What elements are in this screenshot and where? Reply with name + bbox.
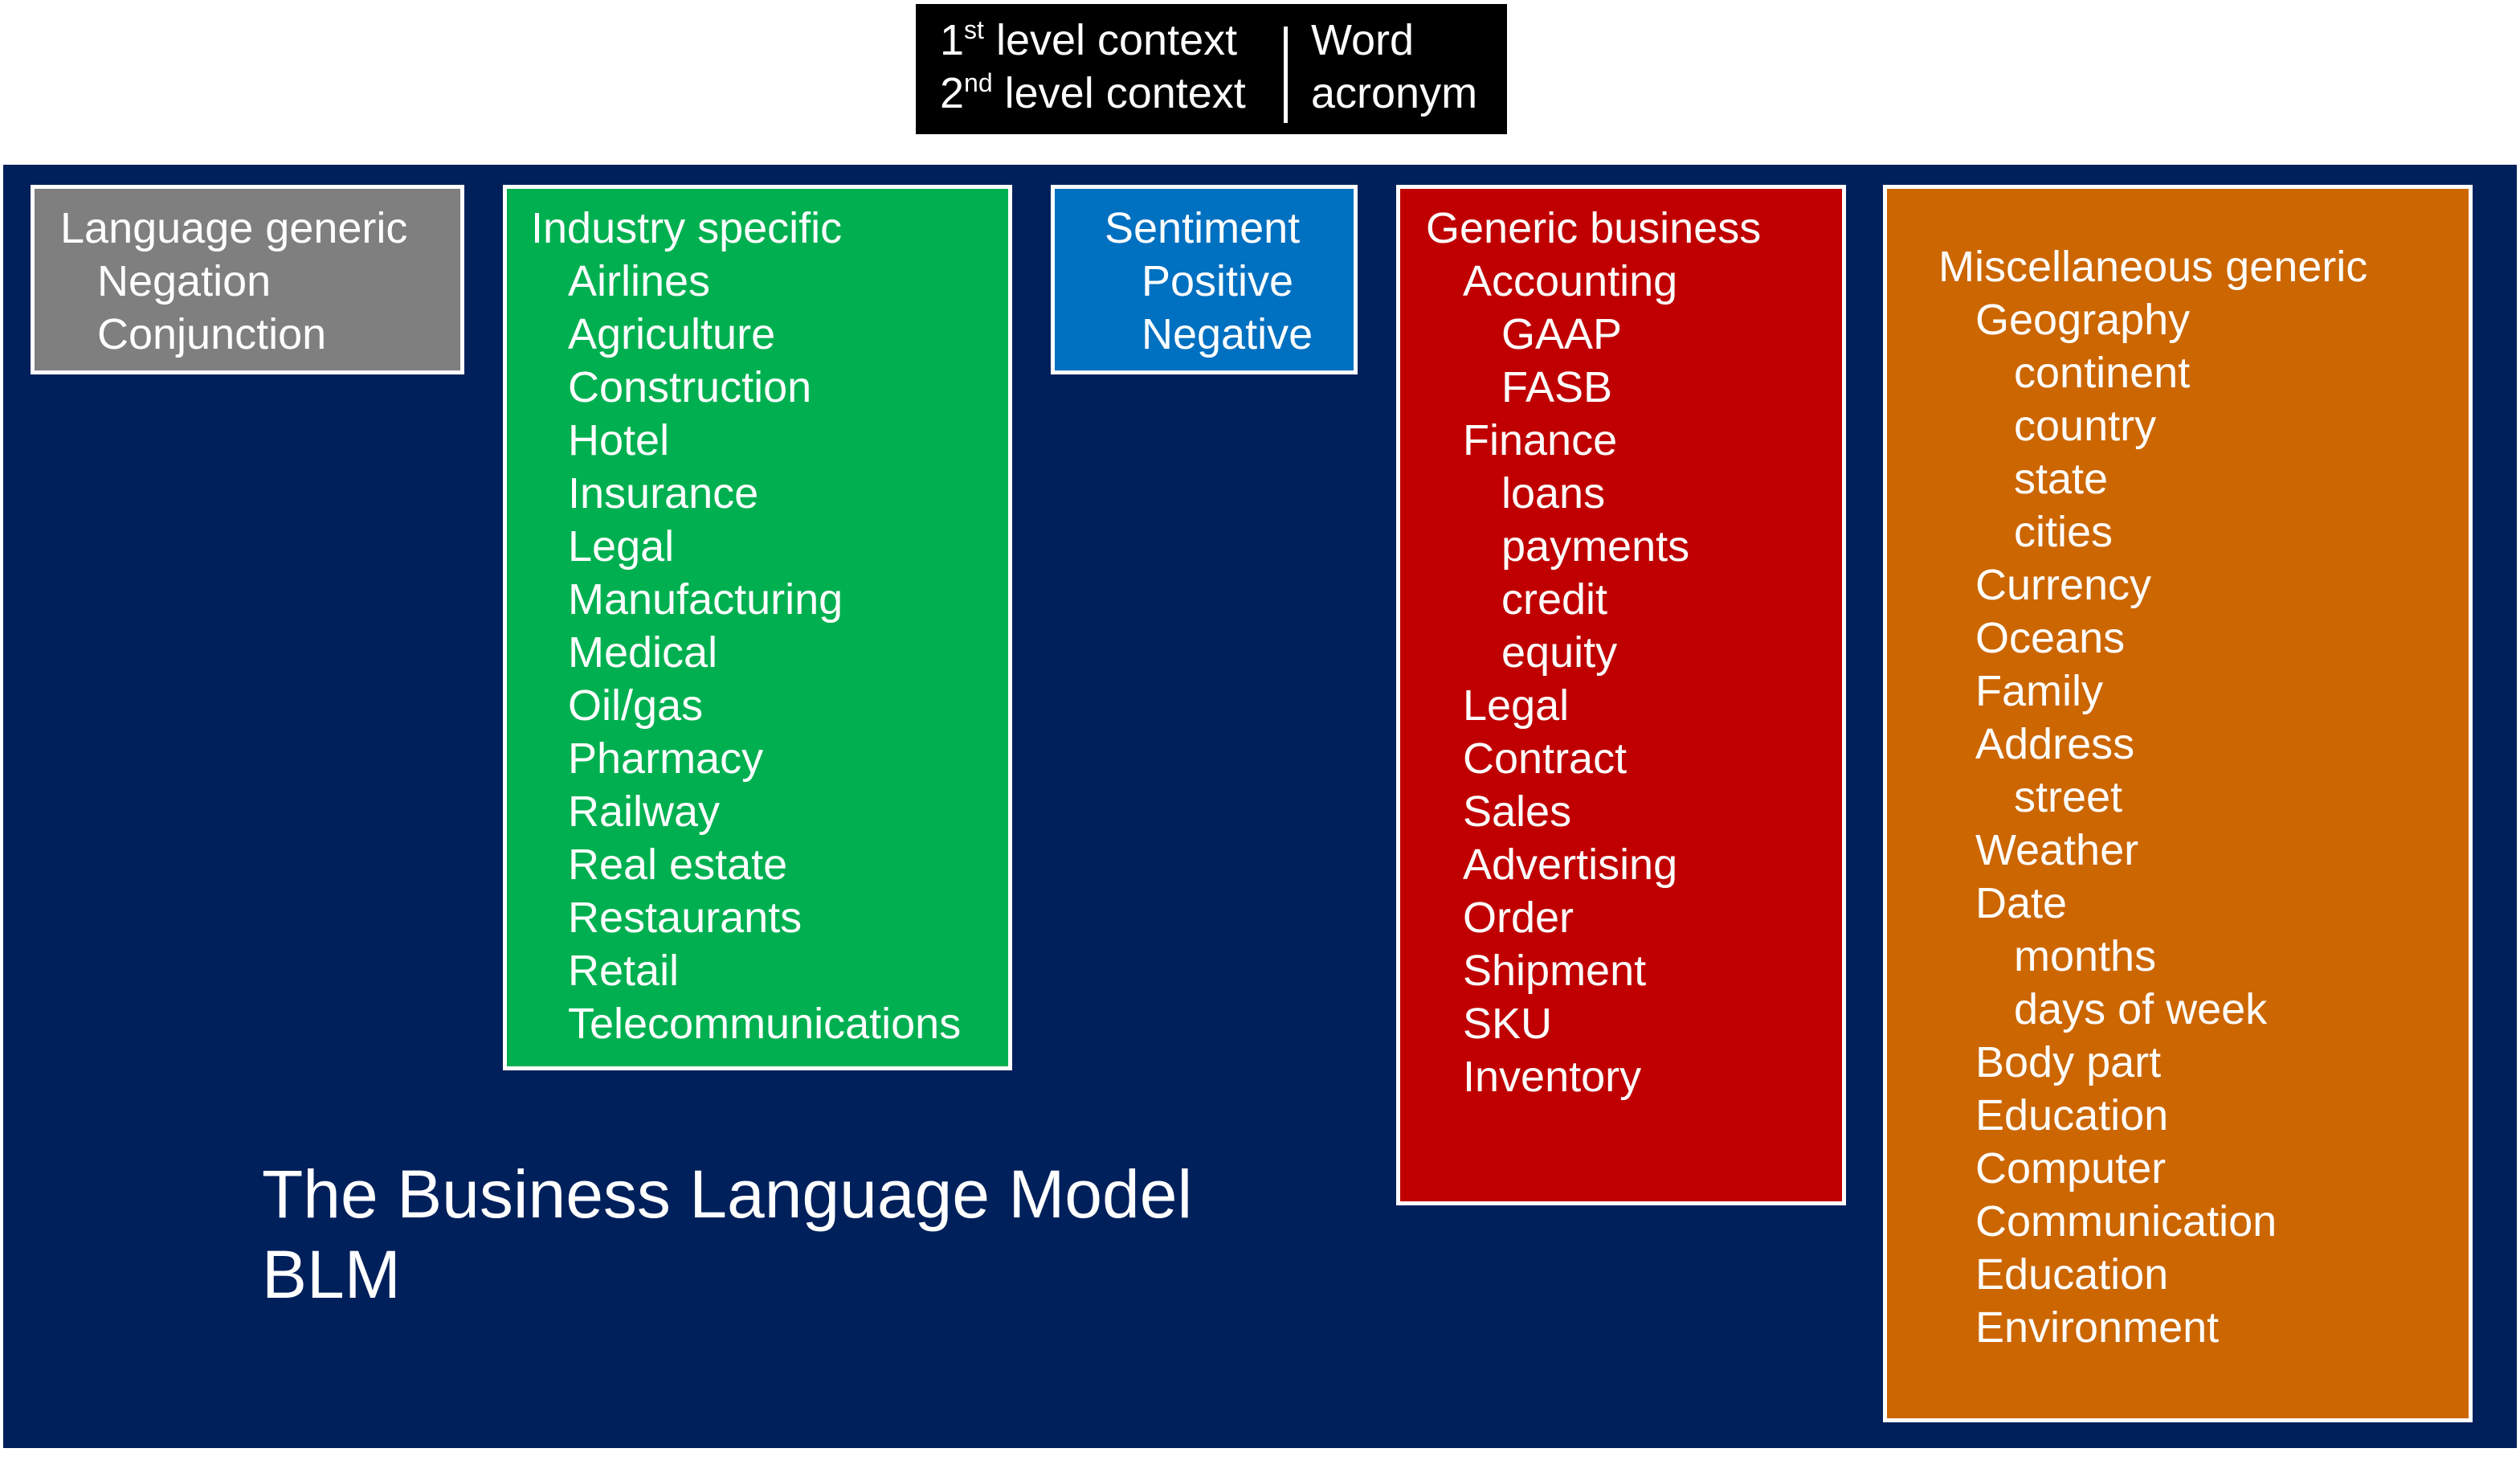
list-item: Insurance (568, 469, 759, 518)
list-item: loans (1501, 469, 1606, 518)
list-item: Negation (97, 257, 272, 305)
list-item: Telecommunications (568, 1000, 962, 1048)
list-item: Address (1975, 720, 2135, 768)
legend-word: Word (1311, 16, 1415, 64)
list-item: continent (2014, 349, 2191, 397)
list-item: street (2014, 773, 2123, 821)
list-item: state (2014, 455, 2109, 503)
list-item: equity (1501, 628, 1618, 677)
list-item: Legal (1463, 681, 1570, 730)
box-title: Generic business (1426, 204, 1762, 252)
miscellaneous-generic-box: Miscellaneous generic Geography continent… (1883, 185, 2473, 1422)
list-item: Negative (1142, 310, 1313, 358)
legend-acronym: acronym (1311, 69, 1478, 117)
legend-divider (1284, 27, 1288, 123)
list-item: Retail (568, 947, 680, 995)
legend-first-level-suffix: st (964, 15, 984, 44)
list-item: Body part (1975, 1038, 2162, 1086)
legend-box: 1st level context 2nd level context Word… (916, 4, 1507, 134)
list-item: Legal (568, 522, 675, 571)
list-item: Inventory (1463, 1053, 1642, 1101)
list-item: days of week (2014, 985, 2268, 1033)
list-item: Family (1975, 667, 2103, 715)
legend-first-level: 1st level context (940, 14, 1246, 67)
list-item: Sales (1463, 788, 1572, 836)
box-title: Sentiment (1105, 204, 1301, 252)
legend-second-level-text: level context (992, 69, 1246, 117)
list-item: Real estate (568, 841, 788, 889)
list-item: Computer (1975, 1144, 2167, 1193)
list-item: Oceans (1975, 614, 2126, 662)
legend-second-level-number: 2 (940, 69, 965, 117)
list-item: payments (1501, 522, 1690, 571)
box-title: Miscellaneous generic (1938, 243, 2368, 291)
list-item: country (2014, 402, 2157, 450)
list-item: Currency (1975, 561, 2152, 609)
model-title: The Business Language Model BLM (262, 1154, 1192, 1315)
box-title: Language generic (60, 204, 408, 252)
legend-context-column: 1st level context 2nd level context (940, 14, 1246, 120)
list-item: FASB (1501, 363, 1613, 411)
model-title-line2: BLM (262, 1237, 401, 1312)
legend-second-level: 2nd level context (940, 67, 1246, 120)
list-item: Pharmacy (568, 734, 764, 783)
list-item: GAAP (1501, 310, 1623, 358)
list-item: credit (1501, 575, 1608, 624)
list-item: Railway (568, 788, 721, 836)
list-item: Restaurants (568, 894, 803, 942)
list-item: Advertising (1463, 841, 1678, 889)
list-item: Communication (1975, 1197, 2277, 1246)
list-item: Date (1975, 879, 2068, 927)
list-item: Weather (1975, 826, 2139, 874)
list-item: Manufacturing (568, 575, 843, 624)
box-title: Industry specific (531, 204, 843, 252)
list-item: Oil/gas (568, 681, 704, 730)
list-item: Environment (1975, 1303, 2220, 1352)
legend-second-level-suffix: nd (964, 68, 993, 97)
list-item: Shipment (1463, 947, 1647, 995)
list-item: Accounting (1463, 257, 1678, 305)
list-item: Conjunction (97, 310, 327, 358)
legend-first-level-text: level context (983, 16, 1238, 64)
list-item: Positive (1142, 257, 1294, 305)
list-item: cities (2014, 508, 2114, 556)
legend-first-level-number: 1 (940, 16, 965, 64)
model-title-line1: The Business Language Model (262, 1156, 1193, 1232)
list-item: Finance (1463, 416, 1618, 464)
list-item: SKU (1463, 1000, 1553, 1048)
list-item: Medical (568, 628, 718, 677)
list-item: Construction (568, 363, 812, 411)
list-item: Airlines (568, 257, 711, 305)
list-item: months (2014, 932, 2157, 980)
list-item: Hotel (568, 416, 670, 464)
legend-word-column: Word acronym (1311, 14, 1477, 120)
list-item: Agriculture (568, 310, 776, 358)
list-item: Contract (1463, 734, 1628, 783)
list-item: Education (1975, 1250, 2169, 1299)
list-item: Education (1975, 1091, 2169, 1139)
list-item: Geography (1975, 296, 2191, 344)
list-item: Order (1463, 894, 1574, 942)
